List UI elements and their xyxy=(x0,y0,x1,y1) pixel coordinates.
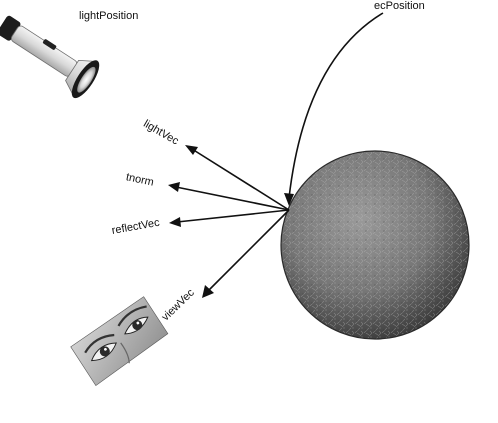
viewvec-arrowhead xyxy=(202,285,214,298)
lightvec-arrow xyxy=(191,148,290,211)
ecposition-arrowhead xyxy=(284,193,294,206)
eyes-photo-icon xyxy=(70,296,169,386)
flashlight-icon xyxy=(0,15,100,99)
reflectvec-arrowhead xyxy=(169,217,181,227)
vector-arrows xyxy=(168,145,290,298)
ecposition-arrow xyxy=(284,12,384,206)
ec-position-label: ecPosition xyxy=(374,0,425,12)
lightvec-arrowhead xyxy=(185,145,198,155)
reflectvec-arrow xyxy=(176,209,290,223)
viewvec-arrow xyxy=(207,209,290,292)
light-position-label: lightPosition xyxy=(79,10,139,22)
tnorm-arrow xyxy=(175,186,290,211)
textured-sphere xyxy=(280,150,470,340)
tnorm-arrowhead xyxy=(168,182,180,192)
